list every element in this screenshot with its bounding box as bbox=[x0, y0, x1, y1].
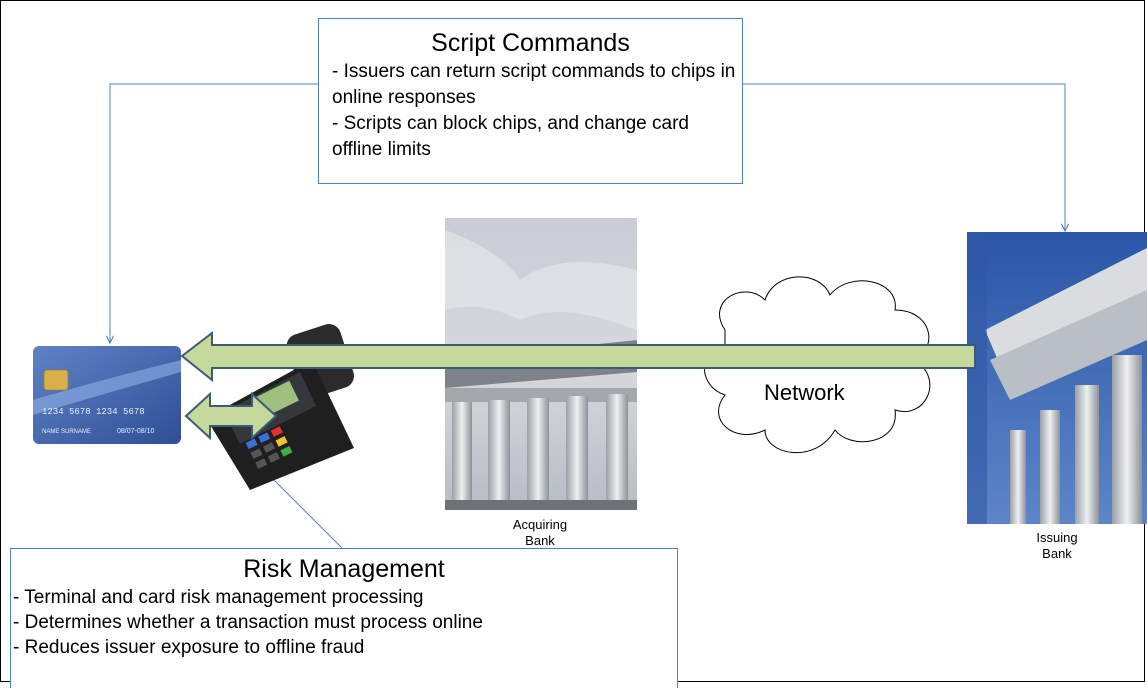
script-commands-title: Script Commands bbox=[431, 29, 630, 57]
card-dates: 08/07-08/10 bbox=[117, 428, 154, 435]
risk-management-list: - Terminal and card risk management proc… bbox=[11, 585, 677, 660]
risk-management-box: Risk Management - Terminal and card risk… bbox=[10, 548, 678, 688]
issuing-bank-caption-line2: Bank bbox=[1042, 546, 1072, 561]
card-name: NAME SURNAME bbox=[42, 429, 91, 435]
issuing-bank-image bbox=[967, 232, 1147, 524]
issuing-bank-caption: Issuing Bank bbox=[1022, 530, 1092, 562]
acquiring-bank-image bbox=[445, 218, 637, 510]
issuer-to-card-arrow bbox=[180, 330, 976, 383]
card-terminal-double-arrow bbox=[184, 391, 278, 441]
script-to-card-connector bbox=[110, 83, 318, 343]
script-commands-box: Script Commands - Issuers can return scr… bbox=[318, 18, 743, 184]
list-item: - Terminal and card risk management proc… bbox=[13, 587, 424, 608]
issuing-bank-caption-line1: Issuing bbox=[1036, 530, 1078, 545]
credit-card-image: 1234 5678 1234 5678 NAME SURNAME 08/07-0… bbox=[33, 346, 181, 444]
card-number: 1234 5678 1234 5678 bbox=[42, 407, 145, 417]
script-commands-list: - Issuers can return script commands to … bbox=[319, 59, 742, 163]
list-item: - Scripts can block chips, and change ca… bbox=[332, 113, 689, 160]
script-to-issuer-connector bbox=[743, 83, 1065, 231]
acquiring-bank-caption-line2: Bank bbox=[525, 533, 555, 548]
acquiring-bank-caption: Acquiring Bank bbox=[500, 517, 580, 549]
list-item: - Reduces issuer exposure to offline fra… bbox=[13, 637, 365, 658]
list-item: - Determines whether a transaction must … bbox=[13, 612, 483, 633]
acquiring-bank-caption-line1: Acquiring bbox=[512, 517, 568, 532]
risk-to-terminal-connector bbox=[271, 477, 343, 549]
risk-management-title: Risk Management bbox=[243, 555, 445, 583]
list-item: - Issuers can return script commands to … bbox=[332, 61, 736, 108]
network-label: Network bbox=[764, 380, 845, 405]
